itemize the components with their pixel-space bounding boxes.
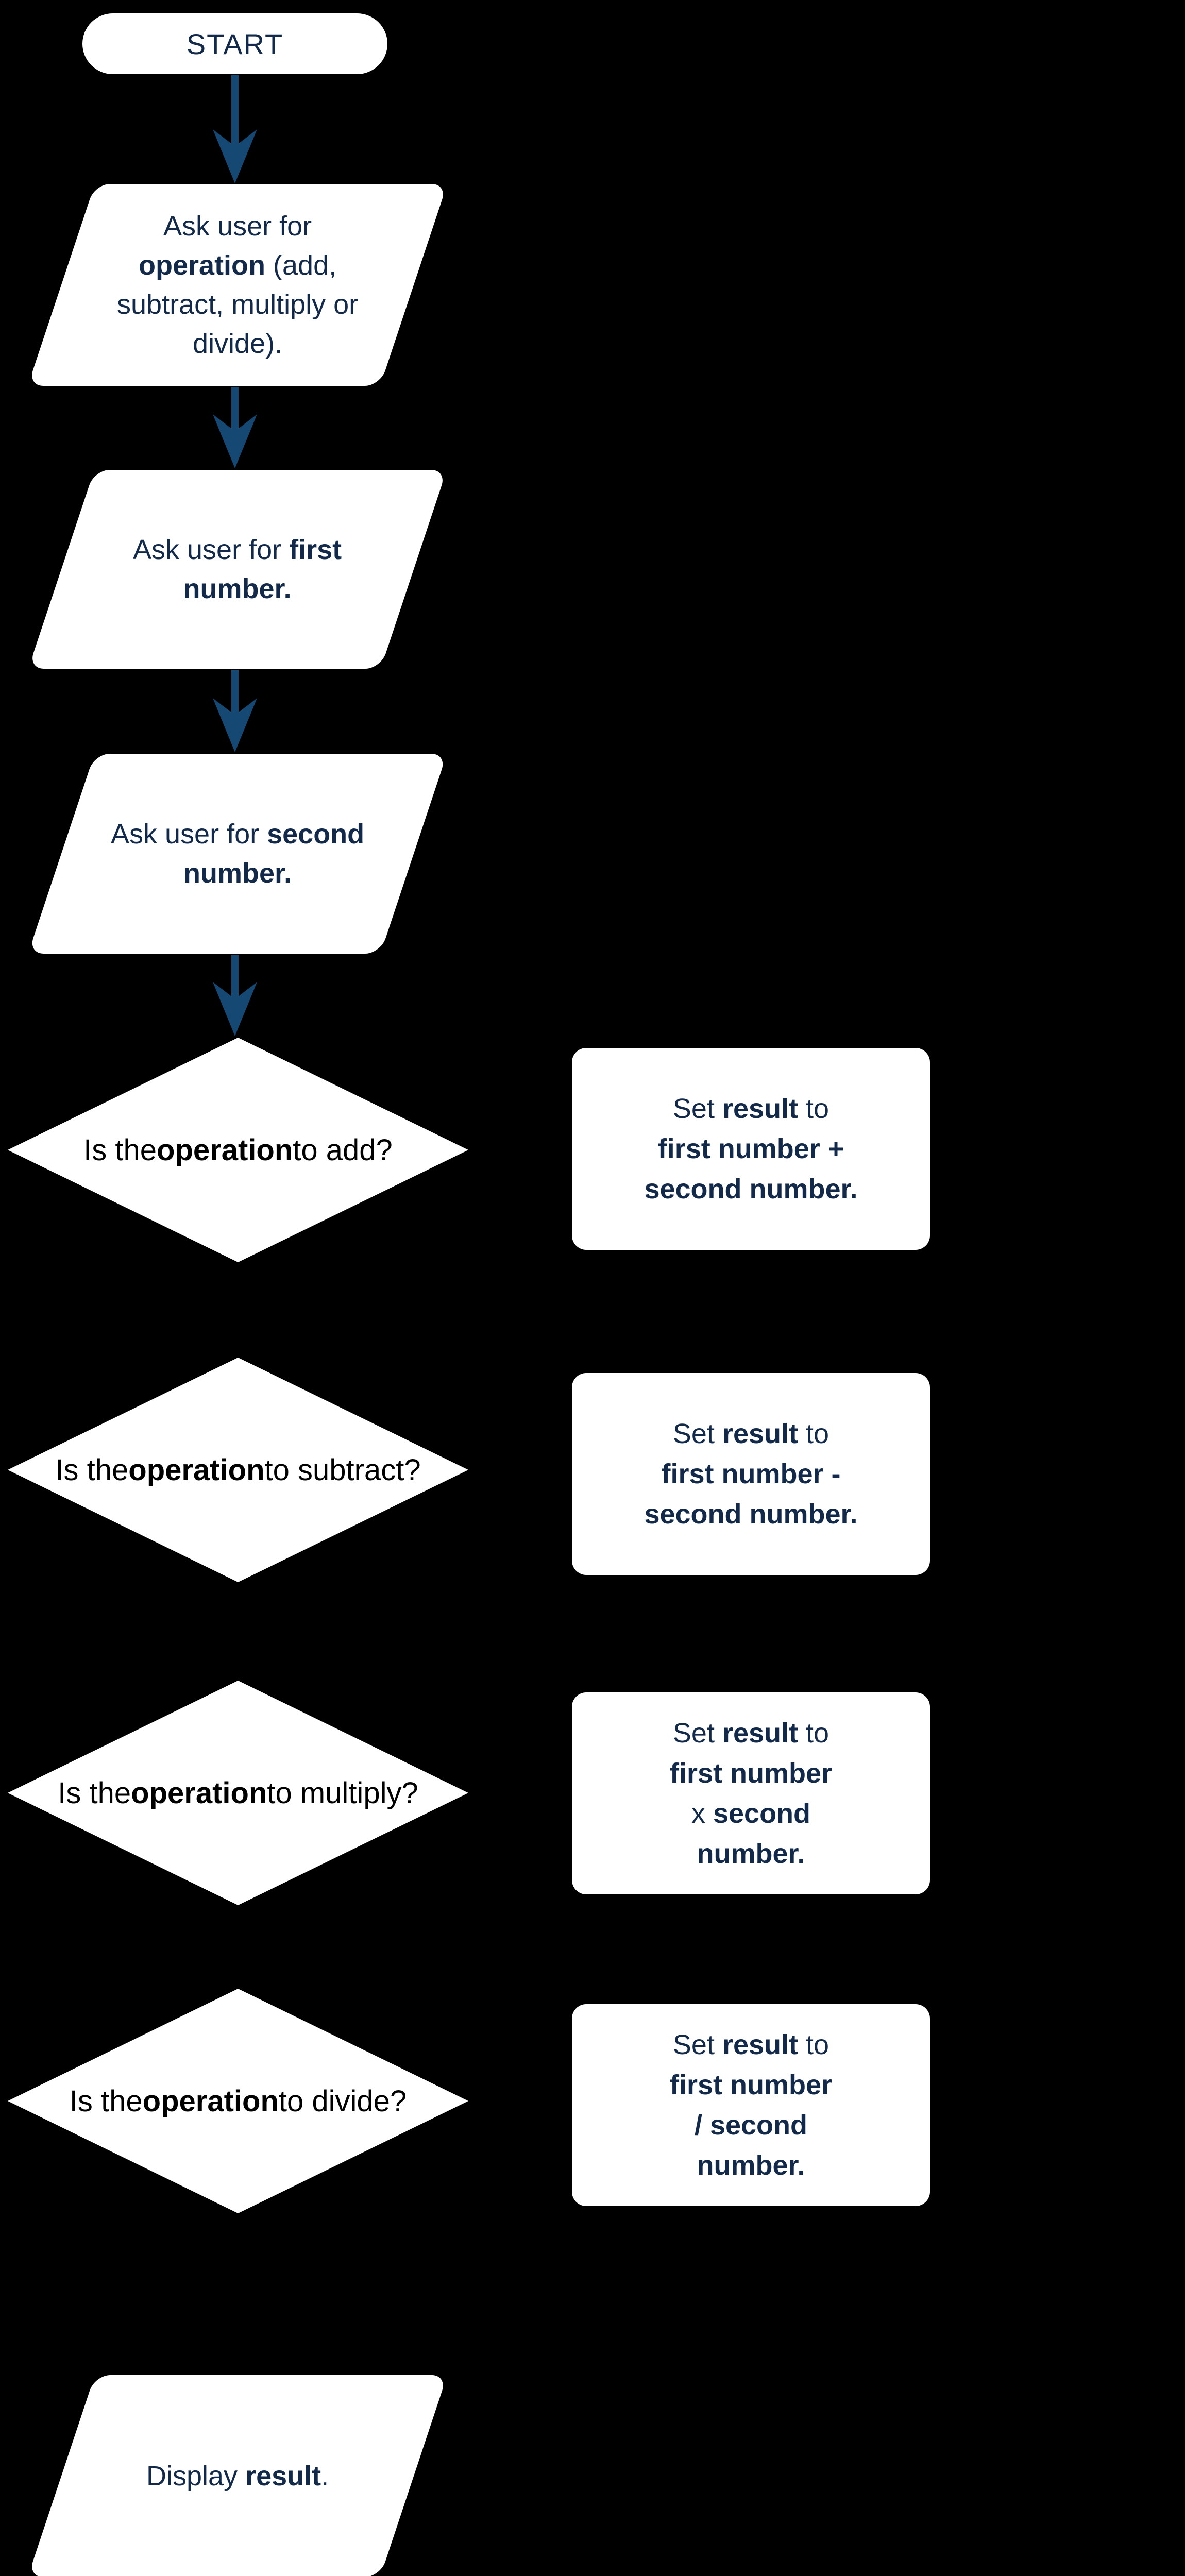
arrow-ask-operation-to-ask-first-icon: [213, 387, 257, 468]
display-result-label: Display result.: [146, 2461, 329, 2492]
arrow-start-to-ask-operation-icon: [213, 75, 257, 183]
diamond-icon: [8, 1038, 468, 1262]
diamond-icon: [8, 1358, 468, 1582]
is-add-label: Is the operation to add?: [83, 1133, 393, 1167]
diamond-icon: [8, 1681, 468, 1905]
node-is-divide-decision: Is the operation to divide?: [8, 1989, 468, 2213]
node-start-terminator: START: [82, 13, 387, 74]
arrow-ask-first-to-ask-second-icon: [213, 670, 257, 752]
node-display-result-output: Display result.: [27, 2375, 448, 2576]
is-subtract-label: Is the operation to subtract?: [55, 1453, 421, 1487]
node-is-subtract-decision: Is the operation to subtract?: [8, 1358, 468, 1582]
is-multiply-label: Is the operation to multiply?: [58, 1776, 418, 1810]
diamond-icon: [8, 1989, 468, 2213]
node-is-multiply-decision: Is the operation to multiply?: [8, 1681, 468, 1905]
start-label: START: [186, 27, 284, 60]
arrow-ask-second-to-is-add-icon: [213, 955, 257, 1036]
is-divide-label: Is the operation to divide?: [69, 2084, 407, 2118]
node-is-add-decision: Is the operation to add?: [8, 1038, 468, 1262]
